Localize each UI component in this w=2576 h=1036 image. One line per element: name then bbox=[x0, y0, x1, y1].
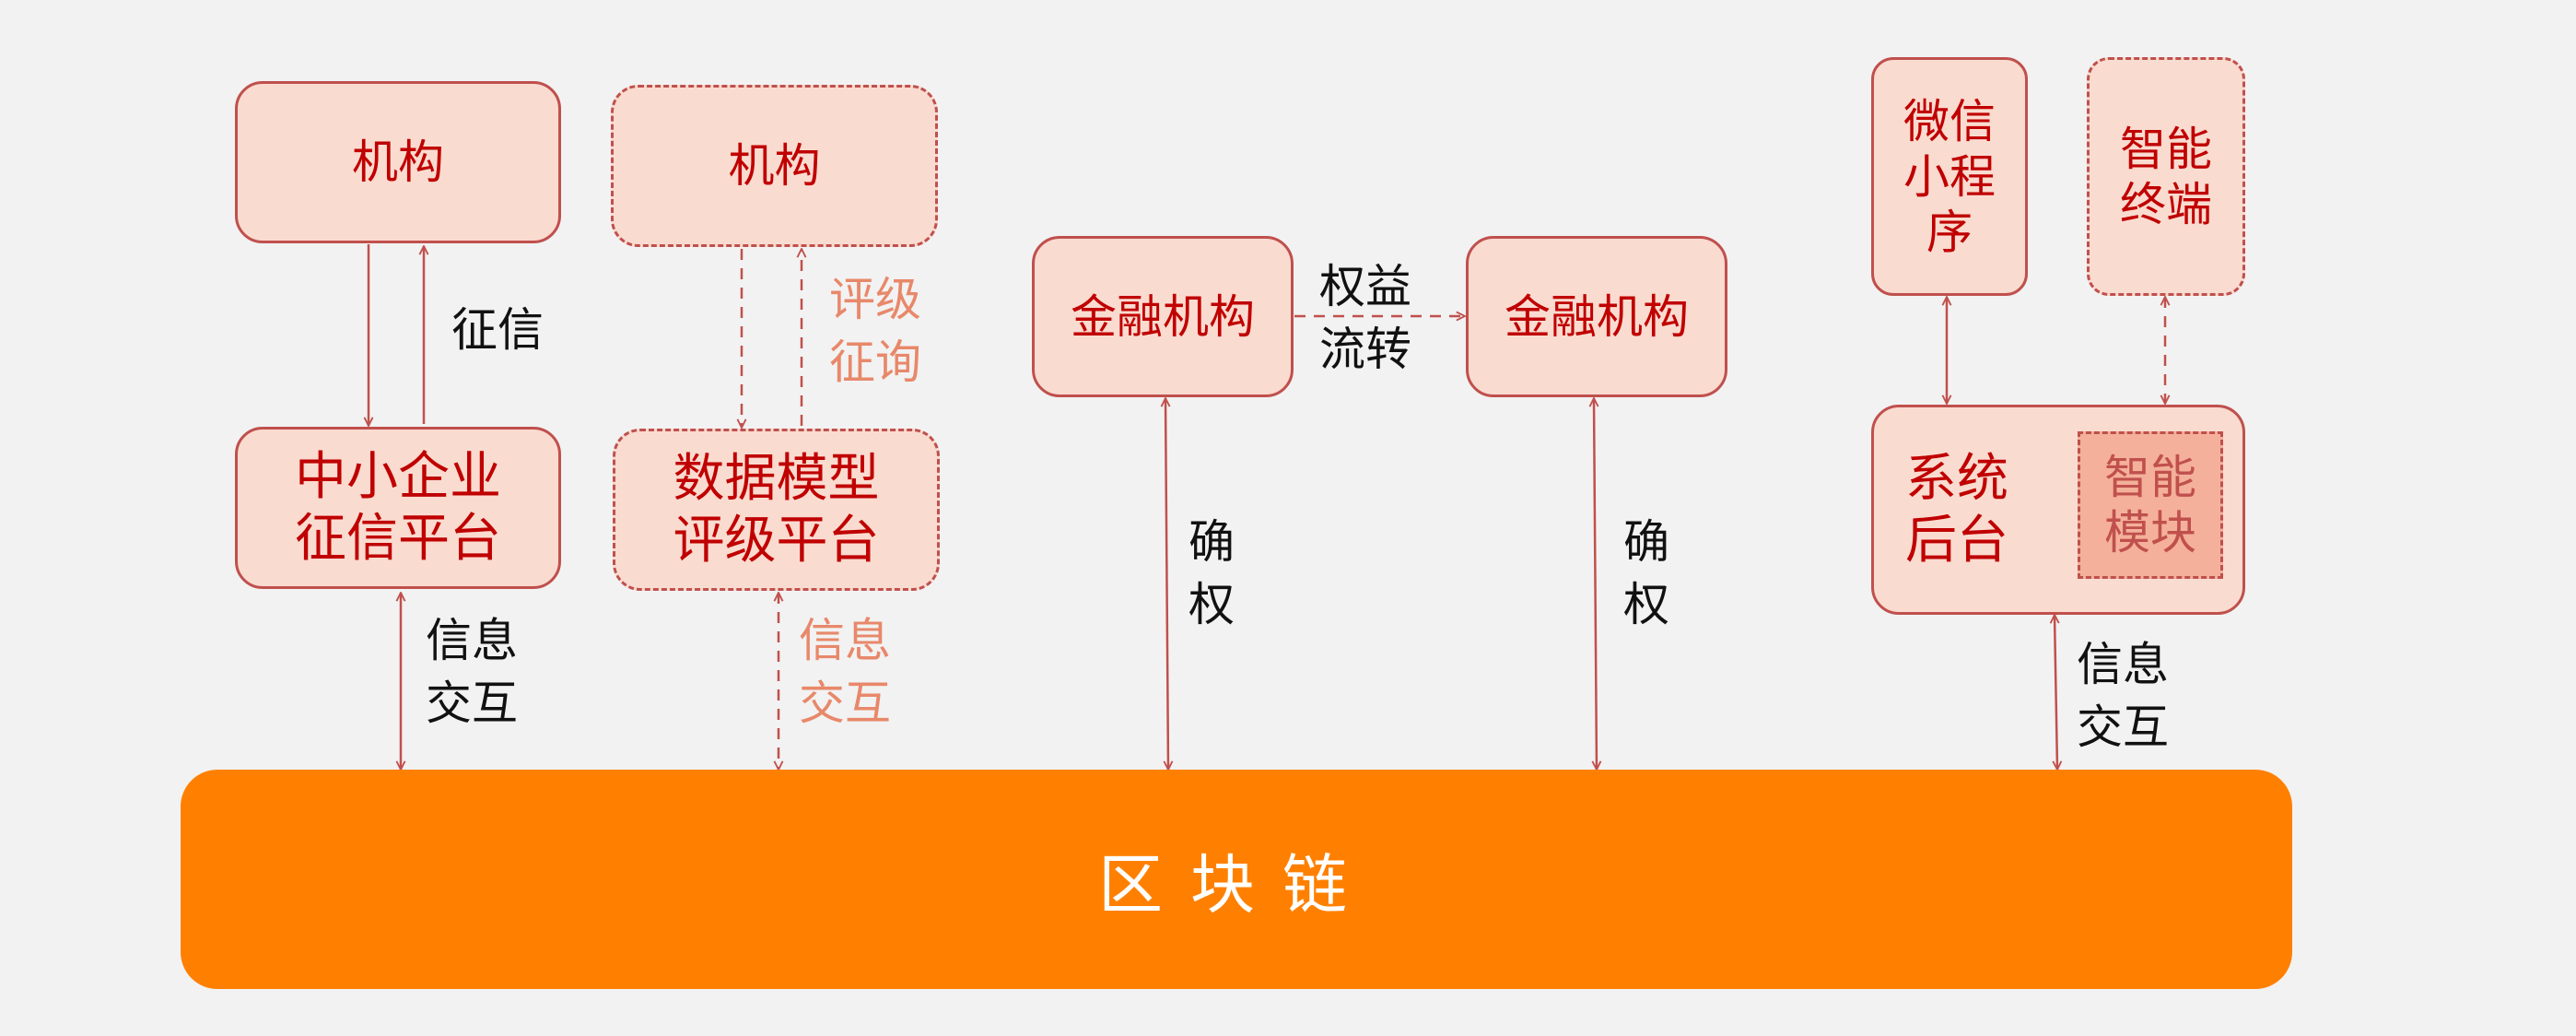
blockchain-bar: 区块链 bbox=[181, 770, 2292, 989]
smart-terminal-node: 智能 终端 bbox=[2087, 57, 2245, 296]
sme-credit-platform-node: 中小企业 征信平台 bbox=[235, 427, 561, 589]
institution-node-2: 机构 bbox=[611, 85, 938, 247]
financial-institution-1-label: 金融机构 bbox=[1071, 289, 1255, 344]
smart-module-label: 智能 模块 bbox=[2104, 451, 2196, 559]
wechat-mini-program-node: 微信 小程 序 bbox=[1871, 57, 2028, 296]
sme-credit-platform-label: 中小企业 征信平台 bbox=[295, 446, 501, 569]
info-exchange-label-1: 信息 交互 bbox=[426, 614, 518, 730]
rating-query-label: 评级 征询 bbox=[829, 273, 921, 389]
edge-backend-chain bbox=[2055, 615, 2057, 770]
edge-fin2-chain bbox=[1594, 398, 1597, 770]
rights-transfer-label: 权益 流转 bbox=[1319, 260, 1411, 376]
system-backend-label: 系统 后台 bbox=[1905, 448, 2008, 571]
smart-terminal-label: 智能 终端 bbox=[2120, 122, 2212, 231]
smart-module-node: 智能 模块 bbox=[2078, 431, 2223, 579]
financial-institution-2-label: 金融机构 bbox=[1505, 289, 1689, 344]
info-exchange-label-2: 信息 交互 bbox=[799, 614, 891, 730]
credit-label: 征信 bbox=[451, 303, 544, 357]
financial-institution-node-1: 金融机构 bbox=[1032, 236, 1294, 397]
institution-node-1: 机构 bbox=[235, 81, 561, 243]
blockchain-label: 区块链 bbox=[1098, 846, 1375, 923]
wechat-mini-program-label: 微信 小程 序 bbox=[1903, 94, 1996, 259]
rating-platform-label: 数据模型 评级平台 bbox=[673, 448, 880, 571]
confirm-rights-label-2: 确 权 bbox=[1623, 515, 1669, 631]
institution-node-2-label: 机构 bbox=[728, 139, 821, 193]
edge-fin1-chain bbox=[1165, 398, 1168, 770]
confirm-rights-label-1: 确 权 bbox=[1188, 515, 1235, 631]
info-exchange-label-3: 信息 交互 bbox=[2077, 638, 2169, 754]
institution-node-1-label: 机构 bbox=[352, 135, 444, 189]
financial-institution-node-2: 金融机构 bbox=[1466, 236, 1727, 397]
rating-platform-node: 数据模型 评级平台 bbox=[613, 429, 940, 591]
